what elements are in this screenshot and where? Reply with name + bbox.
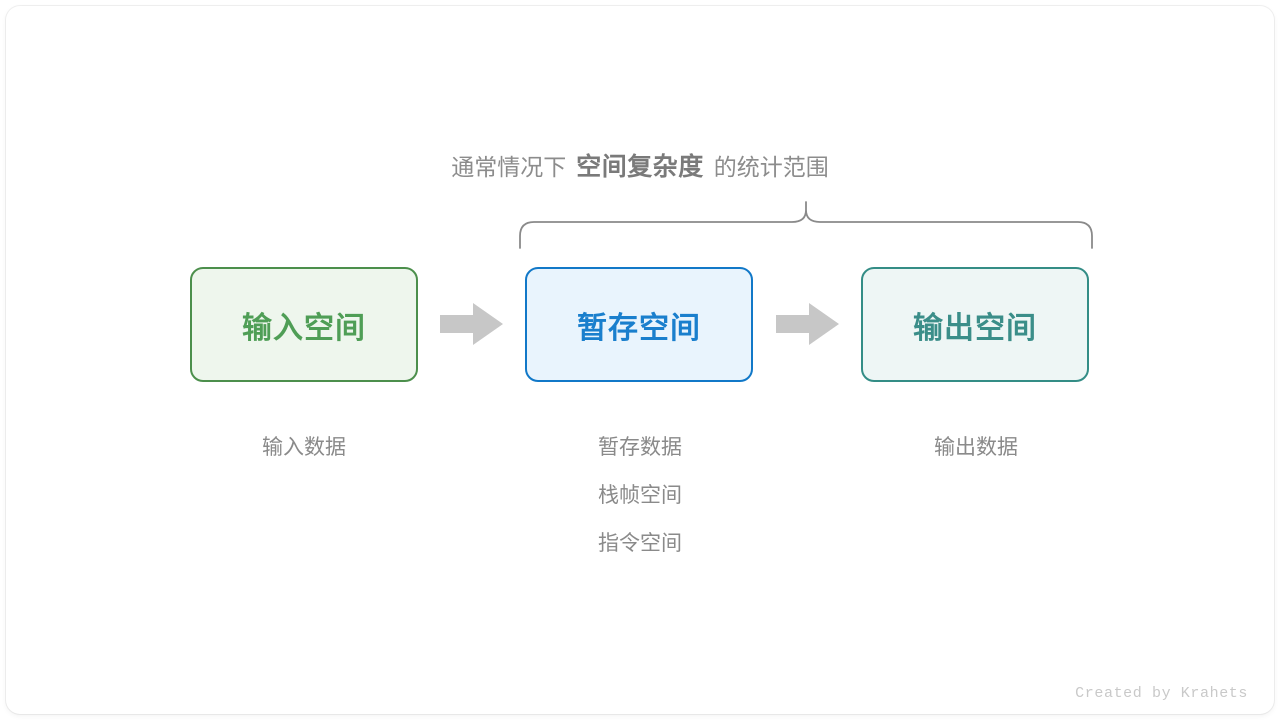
arrow-input-to-temp (440, 300, 504, 348)
right-arrow-icon (776, 303, 839, 345)
box-input-space[interactable]: 输入空间 (190, 267, 418, 382)
scope-title-emphasis: 空间复杂度 (576, 153, 704, 181)
box-input-space-label: 输入空间 (242, 311, 366, 345)
caption-input-space: 输入数据 (174, 424, 434, 472)
box-output-space-label: 输出空间 (913, 311, 1037, 345)
caption-line: 暂存数据 (598, 436, 682, 459)
box-output-space[interactable]: 输出空间 (861, 267, 1089, 382)
caption-line: 输入数据 (262, 436, 346, 459)
caption-output-space: 输出数据 (846, 424, 1106, 472)
arrow-temp-to-output (776, 300, 840, 348)
caption-line: 指令空间 (598, 532, 682, 555)
caption-temp-space: 暂存数据 栈帧空间 指令空间 (510, 424, 770, 568)
scope-title-prefix: 通常情况下 (451, 154, 567, 180)
box-temp-space-label: 暂存空间 (577, 311, 701, 345)
scope-brace (518, 198, 1096, 250)
right-arrow-icon (440, 303, 503, 345)
footer-credit: Created by Krahets (1075, 685, 1248, 702)
brace-icon (519, 201, 1093, 249)
box-temp-space[interactable]: 暂存空间 (525, 267, 753, 382)
caption-line: 输出数据 (934, 436, 1018, 459)
caption-line: 栈帧空间 (598, 484, 682, 507)
scope-title: 通常情况下空间复杂度的统计范围 (0, 150, 1280, 184)
scope-title-suffix: 的统计范围 (713, 154, 829, 180)
